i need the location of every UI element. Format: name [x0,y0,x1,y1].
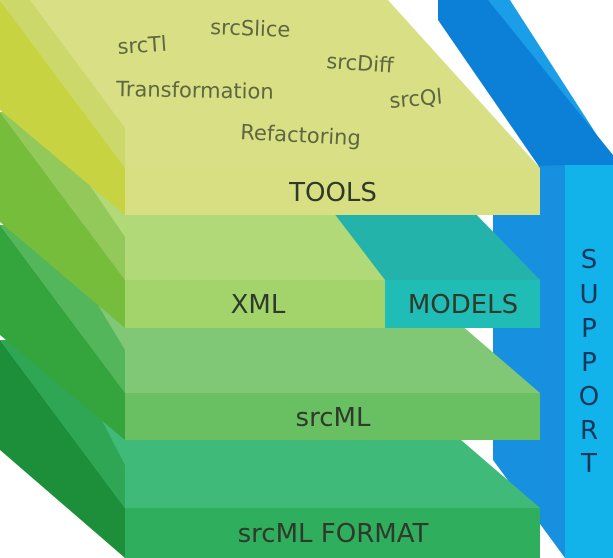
support-letter-7: T [580,449,597,479]
support-letter-6: R [580,416,598,446]
tools-label: TOOLS [288,178,377,208]
tool-srctl: srcTl [117,32,168,59]
tool-srcql: srcQl [388,84,443,113]
models-label: MODELS [408,290,518,320]
tool-transformation: Transformation [115,77,274,104]
layer-tools [0,0,540,215]
support-letter-1: S [581,245,598,275]
tool-srcdiff: srcDiff [326,49,395,78]
support-letter-5: O [579,382,599,412]
srcml-format-label: srcML FORMAT [238,519,429,549]
support-letter-3: P [581,314,597,344]
xml-label: XML [231,290,286,320]
support-letter-4: P [581,348,597,378]
srcml-label: srcML [296,403,371,433]
layer-models [330,208,540,328]
tool-srcslice: srcSlice [210,15,291,42]
support-label: S U P P O R T [579,245,599,479]
support-letter-2: U [579,280,598,310]
